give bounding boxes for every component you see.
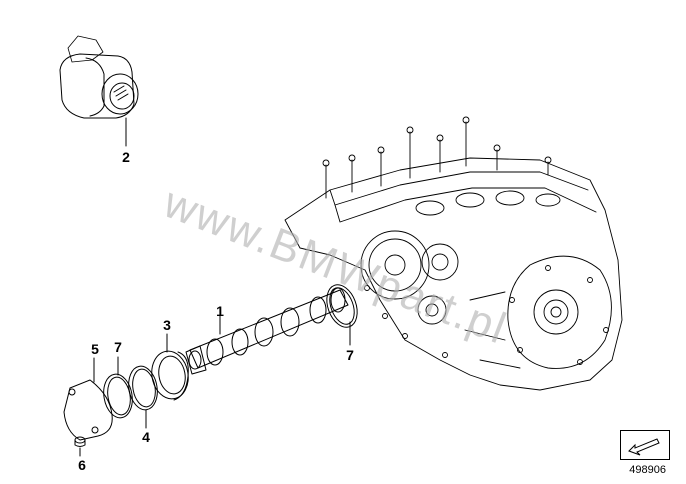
- callout-3[interactable]: 3: [163, 317, 171, 333]
- callout-5[interactable]: 5: [91, 341, 99, 357]
- part-6-screw: [74, 436, 86, 457]
- part-2-plug: [59, 35, 139, 147]
- part-5-cover: [63, 357, 113, 441]
- part-1-camshaft: [185, 287, 349, 375]
- engine-block: [284, 116, 623, 391]
- callout-4[interactable]: 4: [142, 429, 150, 445]
- callout-7-right[interactable]: 7: [346, 347, 354, 363]
- callout-1[interactable]: 1: [216, 303, 224, 319]
- navigation-button[interactable]: [620, 430, 670, 460]
- callout-2[interactable]: 2: [122, 149, 130, 165]
- part-4-oring: [128, 365, 158, 429]
- callout-7-left[interactable]: 7: [114, 339, 122, 355]
- diagram-reference-number: 498906: [629, 464, 666, 476]
- part-7-seal-right: [326, 284, 358, 346]
- part-3-ring: [151, 333, 189, 401]
- arrow-down-left-icon: [628, 438, 660, 456]
- part-7-seal-left: [103, 356, 133, 419]
- callout-6[interactable]: 6: [78, 457, 86, 473]
